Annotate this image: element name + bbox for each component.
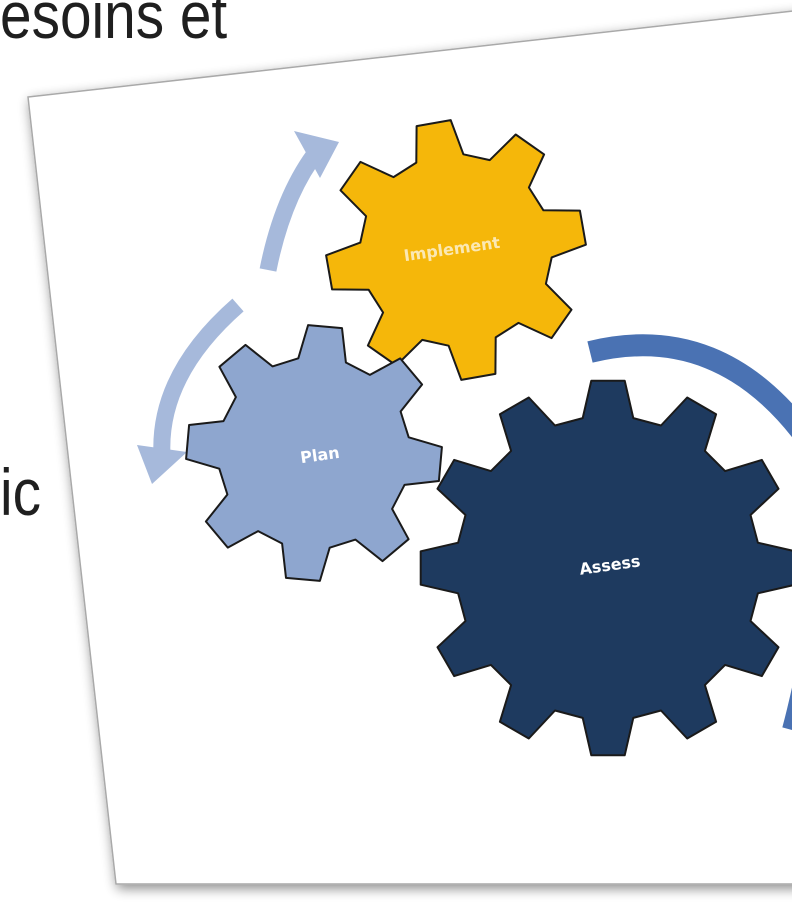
gear-implement — [325, 119, 587, 381]
background-heading-fragment: esoins et — [0, 0, 228, 52]
cycle-arrow-left — [137, 298, 244, 484]
diagram-content: Implement Plan Assess — [137, 119, 792, 757]
gear-assess-body — [419, 379, 792, 757]
cycle-arrow-top — [259, 131, 339, 272]
gear-implement-body — [325, 119, 587, 381]
gear-assess — [419, 379, 792, 757]
gear-plan-body — [185, 324, 443, 582]
gear-plan — [185, 324, 443, 582]
cycle-arrow-right — [587, 334, 792, 447]
background-body-fragment: ic — [0, 455, 41, 529]
